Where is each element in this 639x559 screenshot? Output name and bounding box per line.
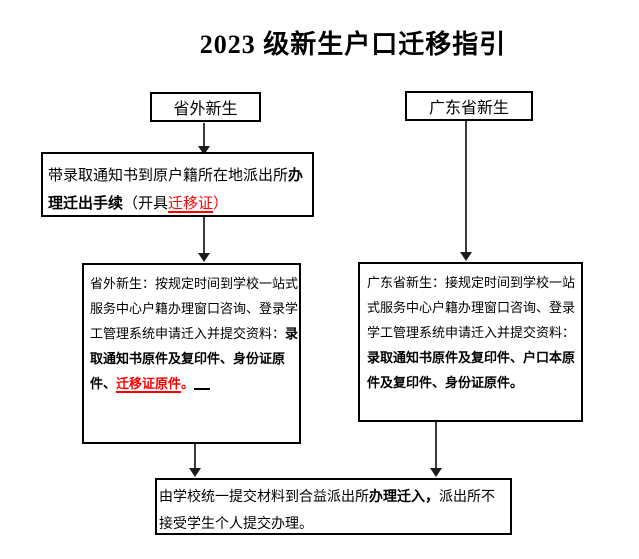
flow-box-final: 由学校统一提交材料到合益派出所办理迁入，派出所不 接受学生个人提交办理。	[155, 478, 512, 535]
arrow-down-guangdong-detail-to-final	[430, 422, 442, 477]
arrow-shaft	[194, 444, 196, 468]
arrow-head-icon	[460, 252, 472, 261]
flow-box-province-out-detail-line5: 件、迁移证原件。	[90, 371, 293, 396]
flow-box-province-out-detail-line3: 工管理系统申请迁入并提交资料：录	[90, 326, 299, 341]
arrow-shaft	[465, 121, 467, 252]
flow-box-guangdong-detail-line4: 录取通知书原件及复印件、户口本原	[367, 350, 576, 365]
flow-box-guangdong-label: 广东省新生	[428, 100, 509, 117]
arrow-shaft	[203, 123, 205, 146]
arrow-head-icon	[198, 146, 210, 155]
flow-box-province-out: 省外新生	[150, 92, 261, 122]
flow-box-guangdong: 广东省新生	[405, 91, 533, 121]
arrow-shaft	[203, 217, 205, 253]
flow-box-guangdong-detail-line3: 学工管理系统申请迁入并提交资料：	[367, 325, 576, 340]
trailing-underline	[194, 388, 211, 390]
flow-box-province-out-detail-line2: 服务中心户籍办理窗口咨询、登录学	[90, 301, 299, 316]
arrow-head-icon	[430, 468, 442, 477]
arrow-shaft	[435, 422, 437, 468]
flow-box-guangdong-detail-line5: 件及复印件、身份证原件。	[367, 375, 524, 390]
flow-box-guangdong-detail: 广东省新生：接规定时间到学校一站 式服务中心户籍办理窗口咨询、登录 学工管理系统…	[358, 262, 583, 422]
arrow-down-province-out-to-transfer	[198, 123, 210, 155]
arrow-down-transfer-to-province-detail	[198, 217, 210, 262]
flow-box-final-line2: 接受学生个人提交办理。	[159, 517, 313, 532]
arrow-head-icon	[198, 253, 210, 262]
flow-box-transfer-out: 带录取通知书到原户籍所在地派出所办 理迁出手续（开具迁移证）	[41, 152, 314, 217]
arrow-down-province-detail-to-final	[189, 444, 201, 477]
flow-box-guangdong-detail-line1: 广东省新生：接规定时间到学校一站	[367, 275, 576, 290]
flow-box-guangdong-detail-line2: 式服务中心户籍办理窗口咨询、登录	[367, 300, 576, 315]
page-title: 2023 级新生户口迁移指引	[199, 30, 507, 59]
flow-box-province-out-detail-line4: 取通知书原件及复印件、身份证原	[90, 351, 286, 366]
arrow-down-guangdong-to-detail	[460, 121, 472, 261]
flow-box-transfer-out-line2: 理迁出手续（开具迁移证）	[48, 196, 229, 212]
arrow-head-icon	[189, 468, 201, 477]
flow-box-final-line1: 由学校统一提交材料到合益派出所办理迁入，派出所不	[159, 490, 495, 505]
flow-box-province-out-label: 省外新生	[173, 101, 238, 118]
flow-box-transfer-out-line1: 带录取通知书到原户籍所在地派出所办	[48, 168, 304, 184]
flow-box-province-out-detail: 省外新生：按规定时间到学校一站式 服务中心户籍办理窗口咨询、登录学 工管理系统申…	[82, 263, 301, 444]
flow-box-province-out-detail-line1: 省外新生：按规定时间到学校一站式	[90, 276, 299, 291]
